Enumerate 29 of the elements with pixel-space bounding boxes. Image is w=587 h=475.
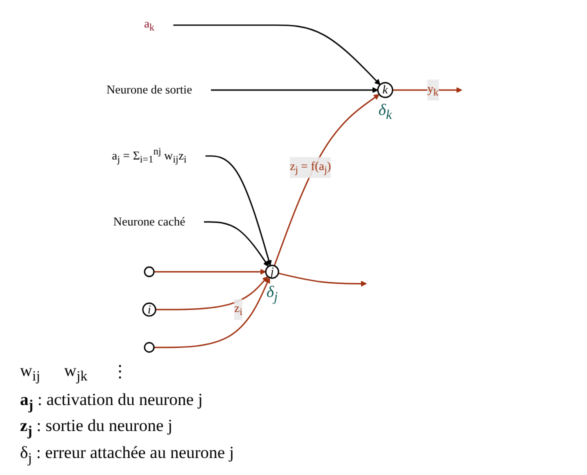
node-text: a$_{k}$ [144, 16, 154, 34]
arrow [274, 94, 380, 266]
legend-note: z$_{j}$ : sortie du neurone j [20, 416, 174, 441]
edge-label: y$_{k}$ [427, 82, 438, 98]
error-symbol: δ$_{j}$ [266, 284, 279, 306]
legend-note: a$_{j}$ : activation du neurone j [20, 390, 204, 414]
arrow [210, 87, 378, 93]
arrow [156, 276, 268, 310]
legend-note: δ$_{j}$ : erreur attachée au neurone j [20, 442, 235, 467]
node-text: a$_{j}$ = Σ$_{i=1}$$^{nj}$ w$_{ij}$z$_{i}$ [112, 146, 187, 166]
arrow [278, 272, 367, 287]
arrow [154, 277, 270, 348]
node-circle [144, 266, 155, 278]
math-label: w$_{ij}$ [20, 361, 40, 386]
node-text: Neurone caché [113, 214, 186, 228]
arrow [154, 268, 266, 275]
math-label: w$_{jk}$ [64, 361, 88, 386]
math-label: ⋮ [111, 361, 128, 384]
arrow [173, 24, 380, 86]
error-symbol: δ$_{k}$ [378, 102, 393, 124]
edge-label: z$_{i}$ [234, 301, 242, 318]
arrow [204, 221, 269, 267]
node-text: Neurone de sortie [106, 83, 192, 96]
arrow [392, 87, 462, 93]
node-circle: i [142, 302, 156, 317]
node-circle: k [377, 82, 394, 98]
node-circle [144, 342, 155, 353]
edge-label: z$_{j}$ = f(a$_{j}$) [290, 159, 332, 176]
arrow [205, 155, 272, 266]
